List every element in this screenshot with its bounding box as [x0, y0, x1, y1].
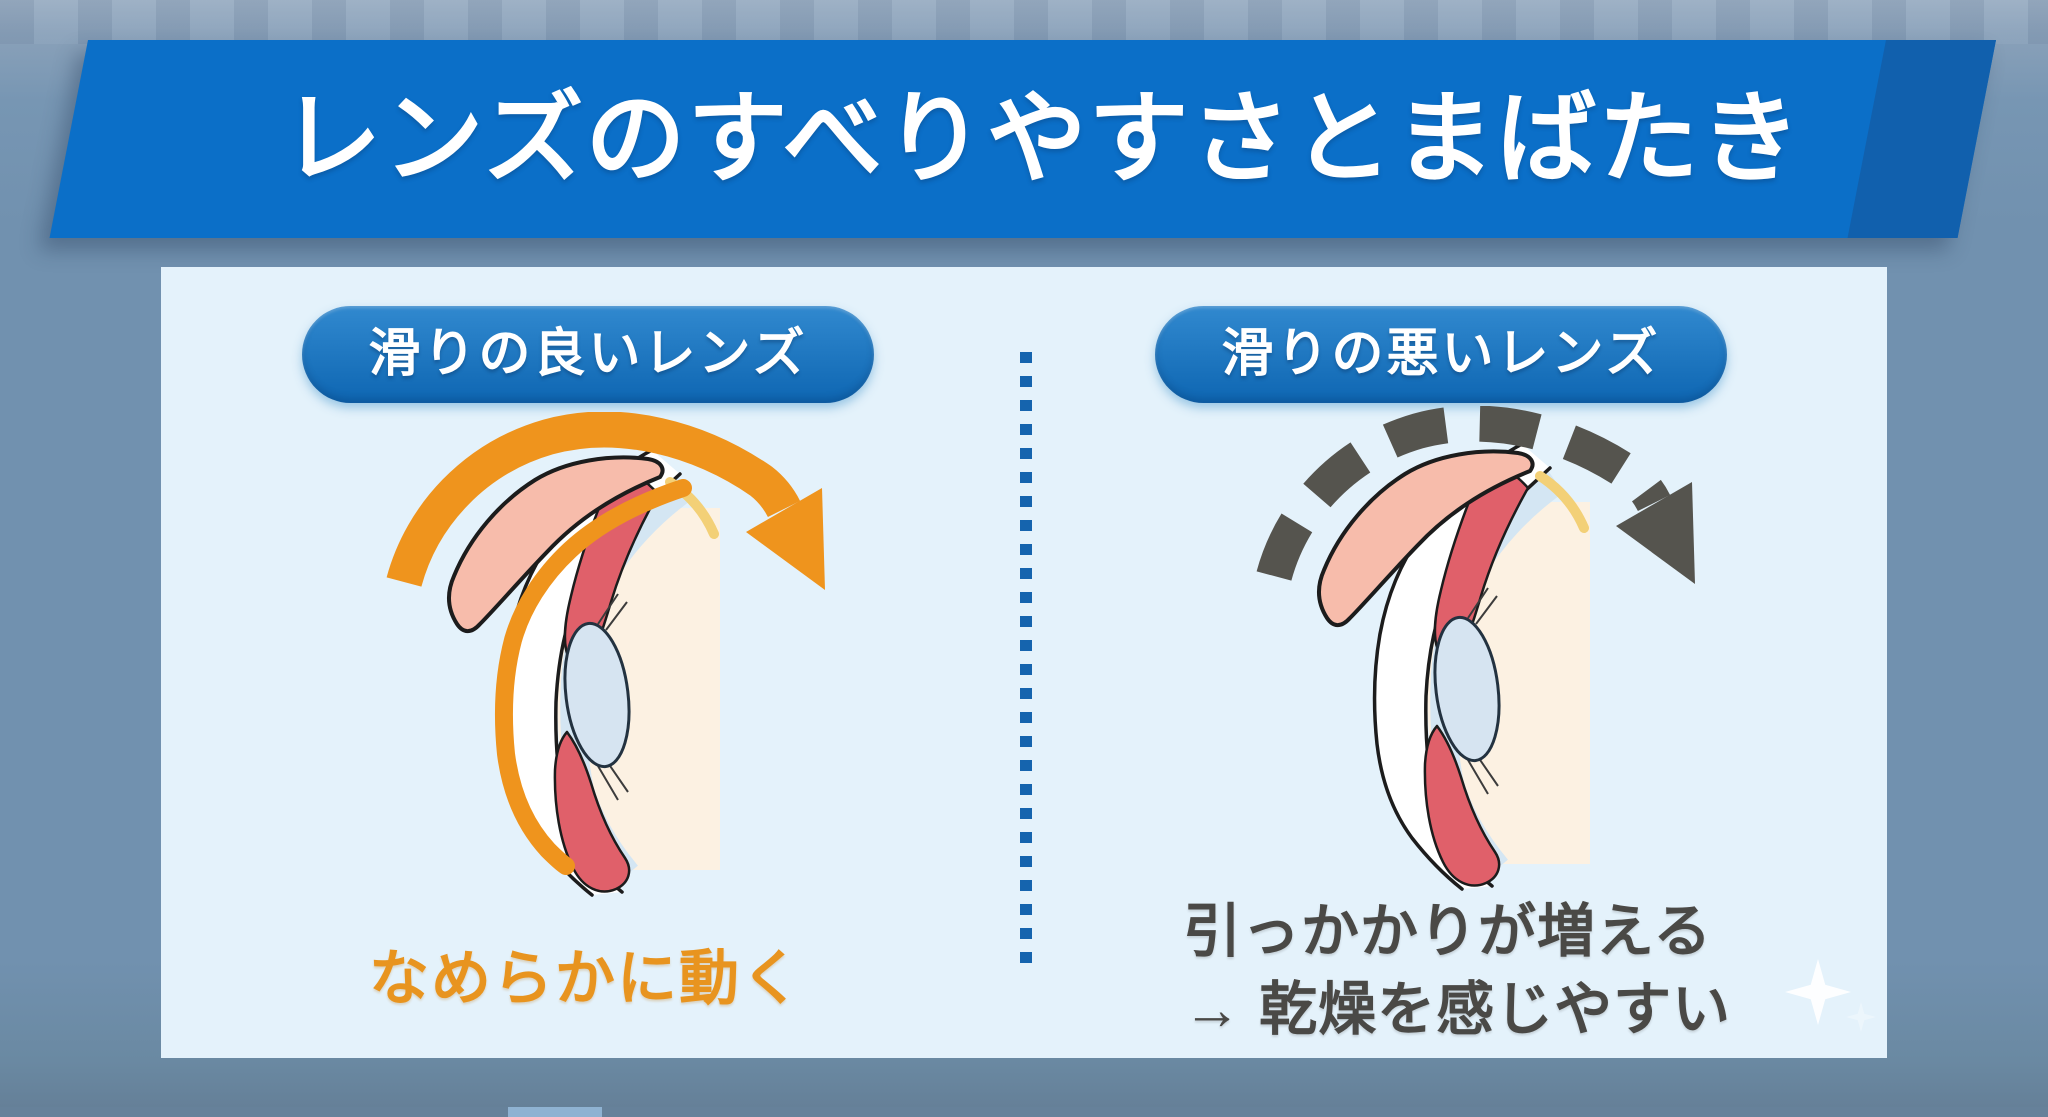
smooth-arc-arrow-icon [386, 412, 825, 590]
background-texture [0, 0, 2048, 44]
eye-anatomy-illustration [1319, 444, 1590, 889]
label-bad-lens-text: 滑りの悪いレンズ [1221, 325, 1661, 383]
dashed-arc-arrow-icon [1256, 406, 1695, 584]
eye-cross-section-bad-lens [1256, 406, 1695, 906]
eye-cross-section-good-lens [386, 412, 825, 912]
label-good-lens-text: 滑りの良いレンズ [368, 325, 808, 383]
page-title: レンズのすべりやすさとまばたき [281, 83, 1803, 195]
title-banner: レンズのすべりやすさとまばたき [49, 40, 1997, 238]
dotted-divider [1020, 352, 1032, 968]
caption-bad-lens-line1: 引っかかりが増える [1183, 899, 1713, 964]
label-good-lens: 滑りの良いレンズ [302, 306, 874, 403]
bottom-edge-highlight [508, 1107, 602, 1117]
label-bad-lens: 滑りの悪いレンズ [1155, 306, 1727, 403]
caption-bad-lens-line2: → 乾燥を感じやすい [1183, 977, 1732, 1042]
bottom-edge-strip [0, 1107, 2048, 1117]
caption-bad-lens: 引っかかりが増える → 乾燥を感じやすい [1183, 893, 1731, 1049]
eye-anatomy-illustration [449, 450, 720, 895]
caption-good-lens: なめらかに動く [369, 945, 803, 1012]
